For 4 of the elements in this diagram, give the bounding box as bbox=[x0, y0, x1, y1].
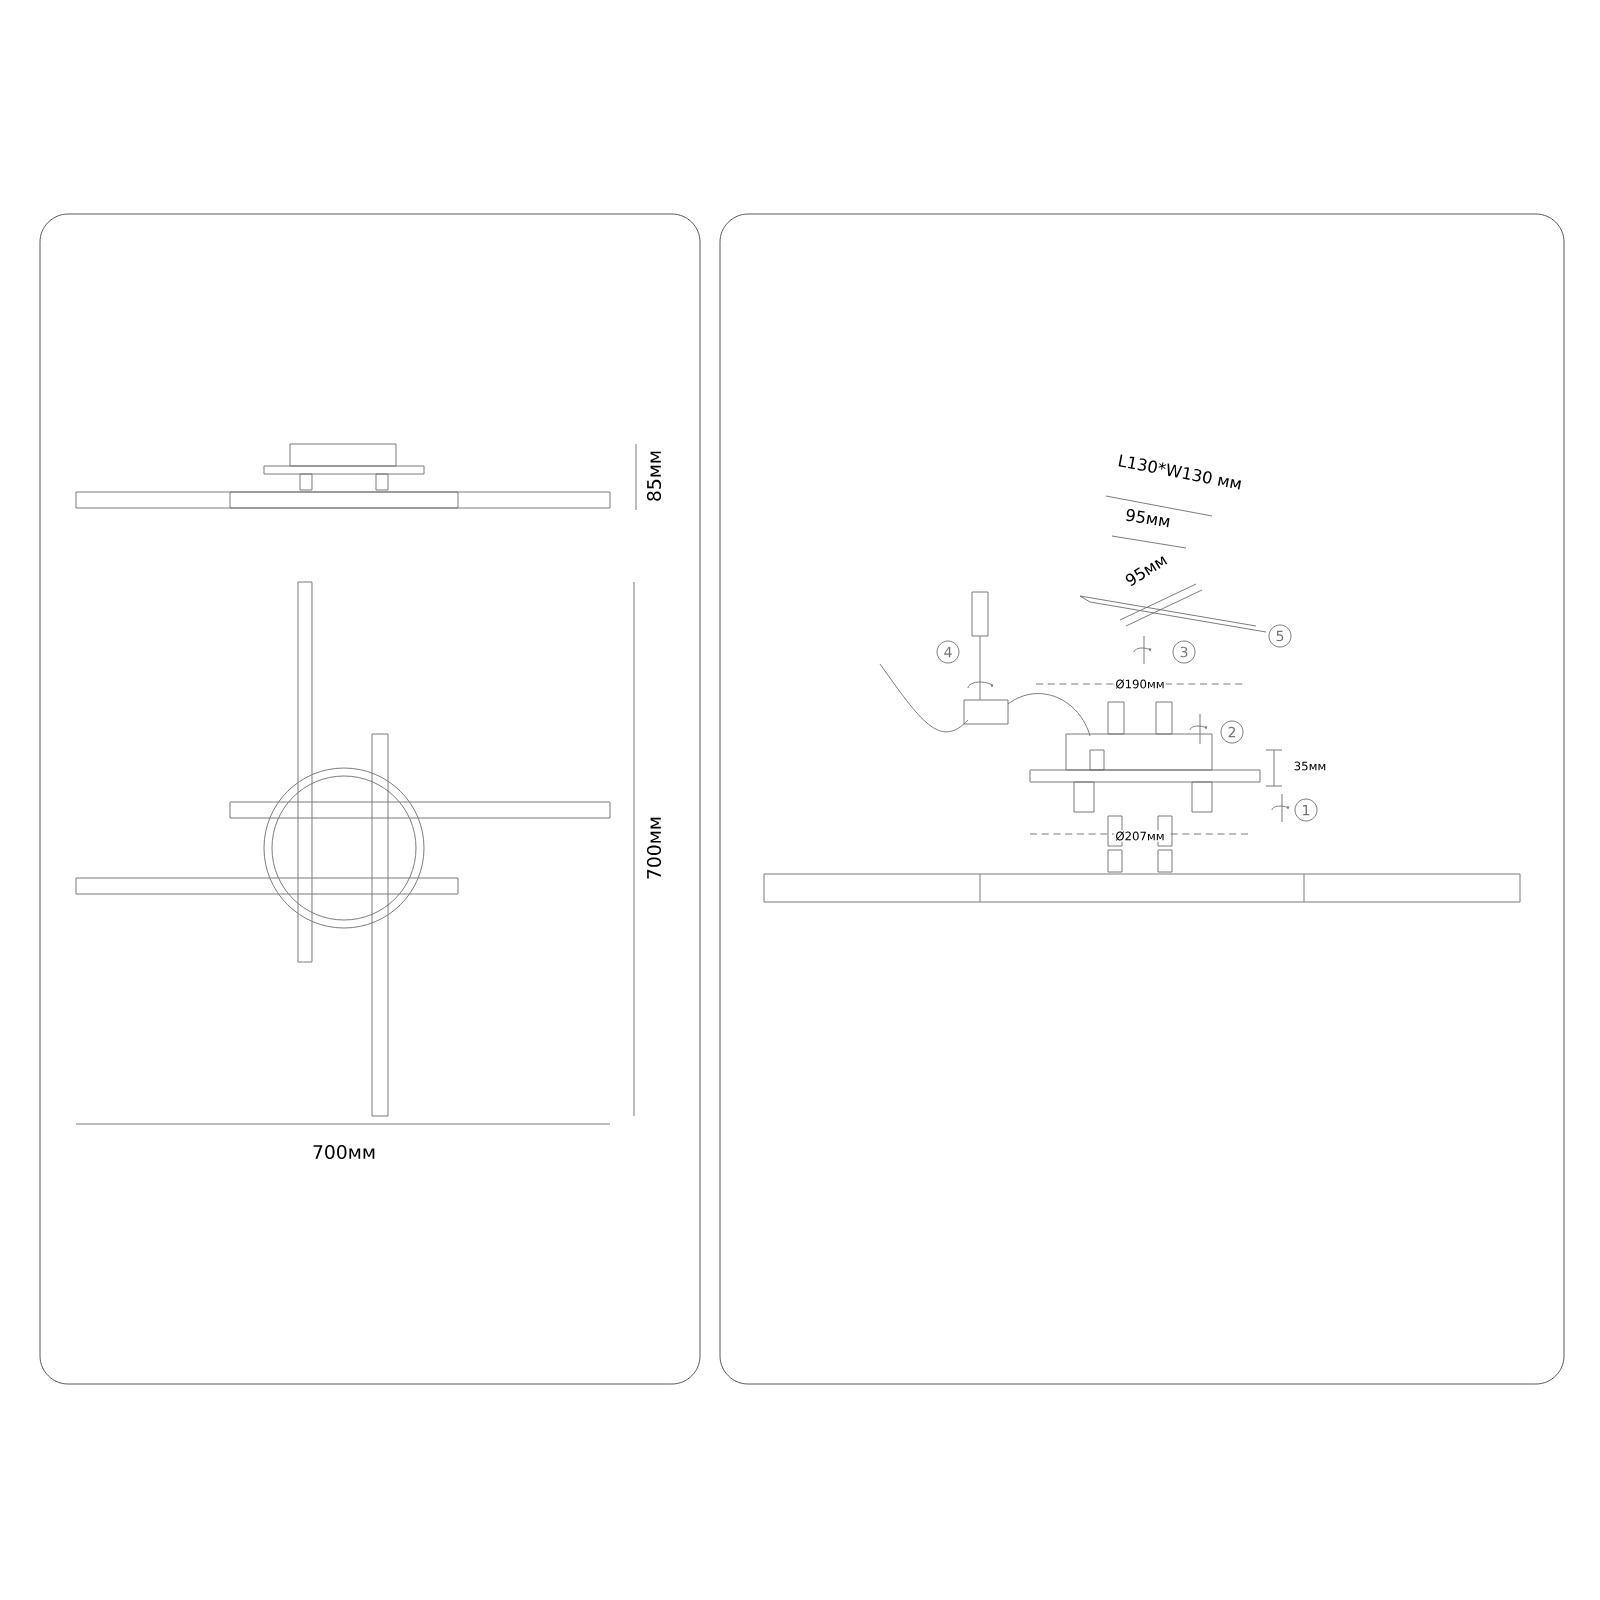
dimension-label: 95мм bbox=[1126, 509, 1170, 528]
dimension-label: 700мм bbox=[313, 1144, 375, 1160]
dimension-label: 85мм bbox=[646, 451, 662, 501]
dimension-label: 700мм bbox=[646, 817, 662, 879]
